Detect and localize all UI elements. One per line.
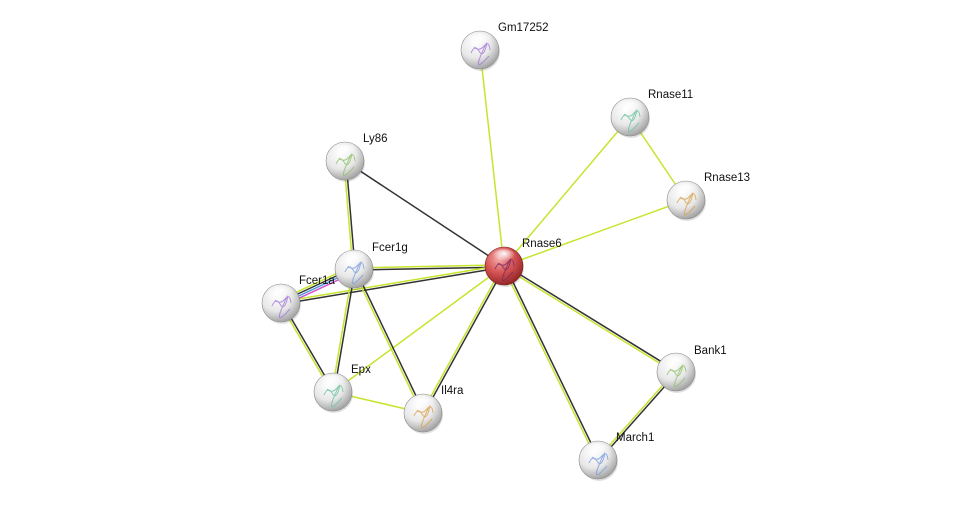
edge-line-textmining: [596, 370, 676, 460]
node-epx[interactable]: Epx: [313, 364, 371, 413]
node-fcer1a[interactable]: Fcer1a: [261, 275, 335, 324]
edge-fcer1g-epx[interactable]: [331, 268, 356, 393]
edge-line-coexpression: [333, 269, 356, 393]
edge-line-textmining: [503, 266, 676, 374]
node-bank1[interactable]: Bank1: [656, 345, 727, 393]
edge-line-textmining: [503, 199, 687, 267]
node-label-march1: March1: [616, 432, 654, 444]
edge-line-textmining: [353, 264, 504, 269]
edge-rnase6-ly86[interactable]: [344, 160, 505, 267]
node-rnase6[interactable]: Rnase6: [484, 238, 562, 287]
node-highlight: [492, 249, 516, 264]
edge-line-coexpression: [281, 266, 505, 305]
edge-rnase6-il4ra[interactable]: [421, 265, 506, 414]
node-rnase13[interactable]: Rnase13: [666, 172, 750, 221]
edge-rnase6-march1[interactable]: [502, 265, 600, 461]
edge-line-coexpression: [504, 265, 600, 460]
edge-rnase6-rnase13[interactable]: [503, 199, 687, 267]
node-gm17252[interactable]: Gm17252: [460, 22, 549, 71]
node-label-rnase11: Rnase11: [648, 89, 693, 101]
node-highlight: [411, 396, 435, 411]
node-ly86[interactable]: Ly86: [325, 133, 388, 182]
edge-line-coexpression: [344, 160, 505, 267]
node-label-ly86: Ly86: [363, 133, 388, 145]
edge-rnase6-bank1[interactable]: [503, 264, 677, 374]
edge-line-coexpression: [423, 266, 506, 414]
node-fcer1g[interactable]: Fcer1g: [334, 242, 408, 290]
node-highlight: [674, 183, 698, 198]
edge-line-coexpression: [598, 372, 678, 462]
edge-rnase6-gm17252[interactable]: [479, 49, 505, 267]
node-label-fcer1g: Fcer1g: [372, 242, 408, 254]
node-highlight: [333, 144, 357, 159]
node-highlight: [586, 443, 610, 458]
edge-rnase6-epx[interactable]: [332, 265, 505, 393]
node-highlight: [664, 355, 688, 370]
node-label-epx: Epx: [351, 364, 371, 376]
edge-line-textmining: [352, 269, 423, 414]
node-march1[interactable]: March1: [578, 432, 654, 481]
node-label-fcer1a: Fcer1a: [299, 275, 335, 287]
edge-line-textmining: [479, 49, 505, 267]
node-label-rnase13: Rnase13: [704, 172, 750, 184]
edge-line-textmining: [421, 265, 504, 413]
node-highlight: [269, 286, 293, 301]
edge-rnase6-rnase11[interactable]: [503, 116, 631, 267]
node-il4ra[interactable]: Il4ra: [403, 385, 464, 434]
node-label-il4ra: Il4ra: [441, 385, 464, 397]
node-highlight: [342, 252, 366, 267]
edge-line-textmining: [280, 264, 504, 303]
edge-line-coexpression: [354, 266, 505, 271]
edge-line-textmining: [331, 268, 354, 392]
node-label-rnase6: Rnase6: [522, 238, 562, 250]
node-label-bank1: Bank1: [694, 345, 727, 357]
edge-line-coexpression: [354, 268, 425, 413]
edge-line-textmining: [503, 116, 631, 267]
edge-rnase6-fcer1a[interactable]: [280, 264, 505, 305]
edge-line-textmining: [332, 265, 505, 393]
node-highlight: [468, 33, 492, 48]
edge-fcer1g-il4ra[interactable]: [352, 268, 425, 414]
edge-bank1-march1[interactable]: [596, 370, 678, 462]
node-highlight: [618, 100, 642, 115]
node-rnase11[interactable]: Rnase11: [610, 89, 693, 138]
edge-line-textmining: [502, 266, 598, 461]
node-highlight: [321, 375, 345, 390]
edge-rnase6-fcer1g[interactable]: [353, 264, 505, 271]
edge-line-coexpression: [504, 264, 677, 372]
node-label-gm17252: Gm17252: [498, 22, 549, 34]
